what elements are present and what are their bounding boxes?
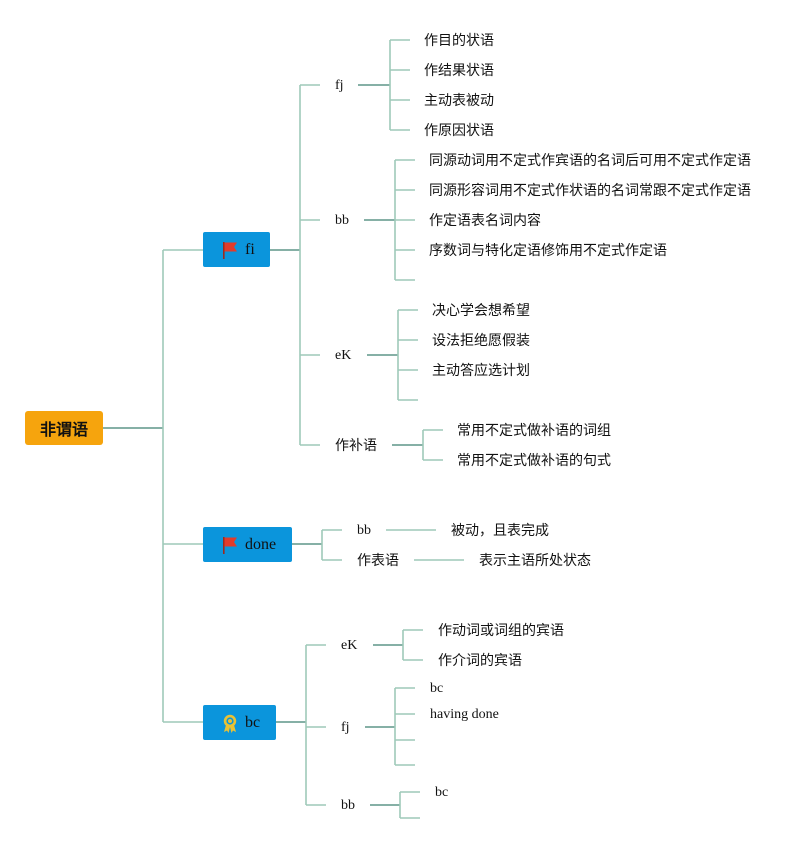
red-flag-icon <box>219 534 241 556</box>
bc-bb-item[interactable]: bc <box>435 785 449 800</box>
branch-fi-label: fi <box>245 240 255 258</box>
bc-ek-item[interactable]: 作介词的宾语 <box>438 653 522 669</box>
fi-bb-item[interactable]: 同源形容词用不定式作状语的名词常跟不定式作定语 <box>429 183 751 199</box>
fi-fj-item[interactable]: 作结果状语 <box>424 63 494 79</box>
bc-fj-item[interactable]: bc <box>430 681 444 696</box>
fi-fj-item[interactable]: 主动表被动 <box>424 93 494 109</box>
fi-bb-item[interactable]: 同源动词用不定式作宾语的名词后可用不定式作定语 <box>429 153 751 169</box>
fi-bb-item[interactable]: 序数词与特化定语修饰用不定式作定语 <box>429 243 667 259</box>
bc-ek-item[interactable]: 作动词或词组的宾语 <box>438 623 564 639</box>
fi-bb-node[interactable]: bb <box>335 213 349 228</box>
award-ribbon-icon <box>219 712 241 734</box>
bc-ek-node[interactable]: eK <box>341 638 358 653</box>
bc-bb-node[interactable]: bb <box>341 798 355 813</box>
fi-fj-item[interactable]: 作目的状语 <box>424 33 494 49</box>
fi-bb-item[interactable]: 作定语表名词内容 <box>429 213 541 229</box>
fi-fj-node[interactable]: fj <box>335 78 344 93</box>
root-node[interactable]: 非谓语 <box>25 411 103 445</box>
fi-ek-item[interactable]: 设法拒绝愿假装 <box>432 333 530 349</box>
branch-done[interactable]: done <box>203 527 292 562</box>
branch-bc[interactable]: bc <box>203 705 276 740</box>
fi-ek-node[interactable]: eK <box>335 348 352 363</box>
root-label: 非谓语 <box>39 420 88 439</box>
done-bb-item[interactable]: 被动，且表完成 <box>451 523 549 539</box>
done-bb-node[interactable]: bb <box>357 523 371 538</box>
fi-complement-item[interactable]: 常用不定式做补语的句式 <box>457 453 611 469</box>
done-predicative-item[interactable]: 表示主语所处状态 <box>479 553 591 569</box>
done-predicative-node[interactable]: 作表语 <box>357 553 399 569</box>
fi-complement-node[interactable]: 作补语 <box>335 438 377 454</box>
branch-bc-label: bc <box>245 713 261 731</box>
red-flag-icon <box>219 239 241 261</box>
fi-ek-item[interactable]: 决心学会想希望 <box>432 303 530 319</box>
bc-fj-item[interactable]: having done <box>430 707 499 722</box>
fi-fj-item[interactable]: 作原因状语 <box>424 123 494 139</box>
fi-complement-item[interactable]: 常用不定式做补语的词组 <box>457 423 611 439</box>
fi-ek-item[interactable]: 主动答应选计划 <box>432 363 530 379</box>
branch-fi[interactable]: fi <box>203 232 270 267</box>
branch-done-label: done <box>245 535 277 553</box>
bc-fj-node[interactable]: fj <box>341 720 350 735</box>
